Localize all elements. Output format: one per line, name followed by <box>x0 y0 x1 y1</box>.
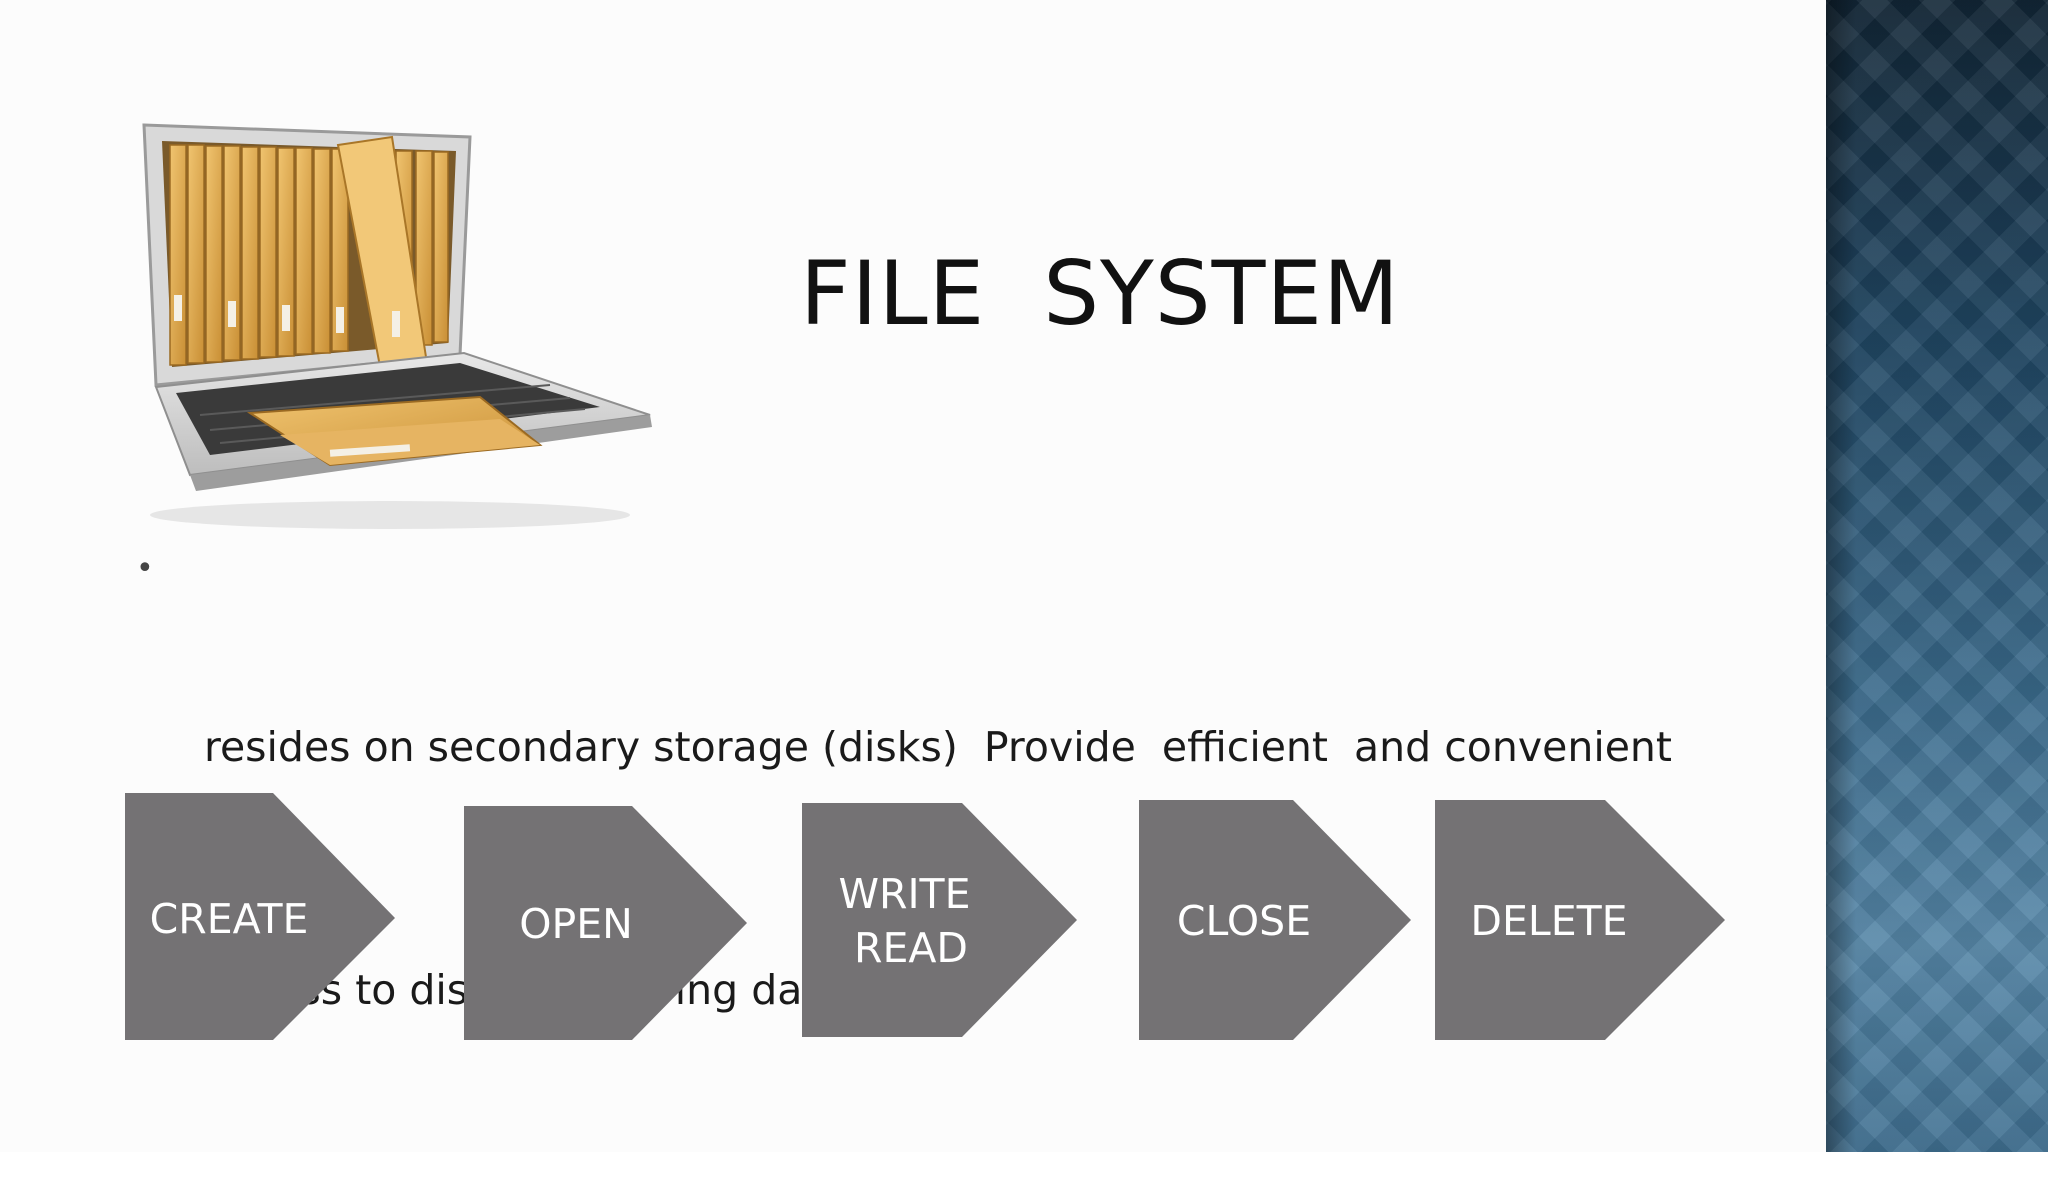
step-create-line-1: CREATE <box>150 895 309 943</box>
step-write-read: WRITE READ <box>802 803 1077 1037</box>
step-close: CLOSE <box>1139 800 1411 1040</box>
step-write-read-arrow <box>802 803 1077 1037</box>
step-close-arrow <box>1139 800 1411 1040</box>
step-delete-line-1: DELETE <box>1470 897 1627 945</box>
slide-canvas: FILE SYSTEM • resides on secondary stora… <box>125 123 1725 1040</box>
bullet-dot-icon: • <box>136 551 154 586</box>
step-close-line-1: CLOSE <box>1177 897 1311 945</box>
bullet-line-1: resides on secondary storage (disks) Pro… <box>204 723 1672 771</box>
side-panel-shade <box>1826 0 1856 1152</box>
step-create-arrow <box>125 793 395 1040</box>
step-delete-arrow <box>1435 800 1725 1040</box>
step-delete-label: DELETE <box>1470 897 1627 945</box>
step-open-line-1: OPEN <box>519 900 633 948</box>
decorative-side-panel <box>1826 0 2048 1152</box>
step-create-label: CREATE <box>150 895 309 943</box>
step-write-read-line-2: READ <box>854 924 968 972</box>
step-open-label: OPEN <box>519 900 633 948</box>
step-open-arrow <box>464 806 747 1040</box>
step-close-label: CLOSE <box>1177 897 1311 945</box>
step-delete: DELETE <box>1435 800 1725 1040</box>
step-write-read-line-1: WRITE <box>838 870 970 918</box>
laptop-with-folders-icon <box>142 123 652 529</box>
step-create: CREATE <box>125 793 395 1040</box>
step-write-read-label: WRITE READ <box>838 870 983 972</box>
process-steps: CREATE OPEN WRITE READ CLOSE <box>125 793 1725 1040</box>
step-open: OPEN <box>464 806 747 1040</box>
slide-title: FILE SYSTEM <box>800 242 1400 345</box>
